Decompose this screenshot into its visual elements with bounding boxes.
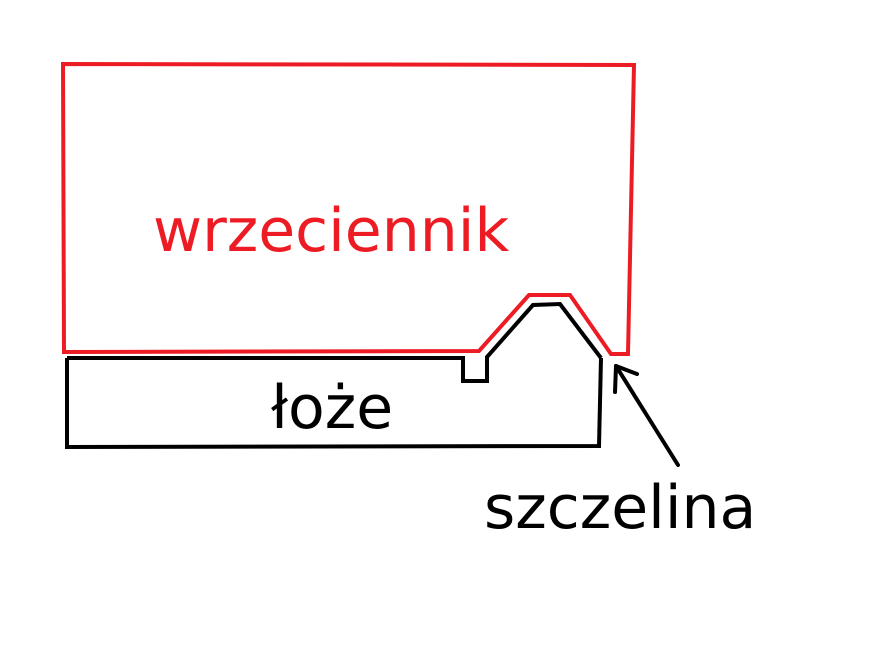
gap-label: szczelina bbox=[484, 473, 756, 543]
headstock-outline bbox=[60, 61, 637, 356]
bed-outline bbox=[65, 301, 603, 450]
gap-arrow bbox=[613, 364, 680, 467]
bed-label: łoże bbox=[271, 373, 393, 443]
headstock-label: wrzeciennik bbox=[153, 196, 509, 266]
